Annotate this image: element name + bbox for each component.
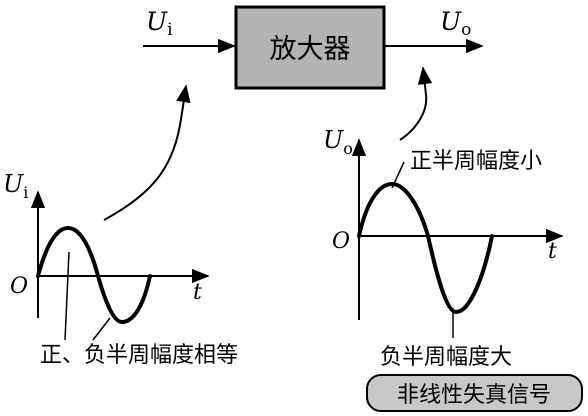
output-distorted-wave bbox=[357, 181, 494, 315]
left-leader-line-1 bbox=[64, 251, 70, 341]
output-signal: Uo bbox=[384, 7, 484, 54]
amplifier-block: 放大器 bbox=[234, 5, 386, 90]
left-annotation: 正、负半周幅度相等 bbox=[40, 343, 238, 368]
right-bottom-annotation: 负半周幅度大 bbox=[380, 345, 512, 370]
right-x-label: t bbox=[548, 239, 557, 264]
output-label: Uo bbox=[440, 7, 471, 40]
input-waveform-graph: Ui O t 正、负半周幅度相等 bbox=[3, 170, 238, 368]
left-y-label: Ui bbox=[3, 170, 28, 202]
input-sine-wave bbox=[36, 225, 152, 325]
amplifier-box bbox=[234, 5, 386, 90]
left-origin-label: O bbox=[10, 274, 28, 299]
left-leader-line-2 bbox=[92, 317, 111, 341]
left-x-label: t bbox=[193, 280, 202, 305]
right-y-label: Uo bbox=[323, 126, 353, 158]
input-pointer-arrow bbox=[103, 84, 191, 221]
nonlinear-distortion-badge: 非线性失真信号 bbox=[397, 383, 551, 408]
input-signal: Ui bbox=[143, 7, 236, 54]
input-label: Ui bbox=[146, 7, 173, 40]
right-top-leader-line bbox=[391, 161, 405, 189]
right-origin-label: O bbox=[332, 229, 350, 254]
output-waveform-graph: Uo O t 正半周幅度小 负半周幅度大 非线性失真信号 bbox=[323, 126, 583, 412]
output-pointer-arrow bbox=[399, 66, 433, 141]
nonlinear-distortion-badge-frame bbox=[366, 374, 583, 412]
right-top-annotation: 正半周幅度小 bbox=[410, 149, 542, 174]
amplifier-label: 放大器 bbox=[270, 34, 351, 65]
